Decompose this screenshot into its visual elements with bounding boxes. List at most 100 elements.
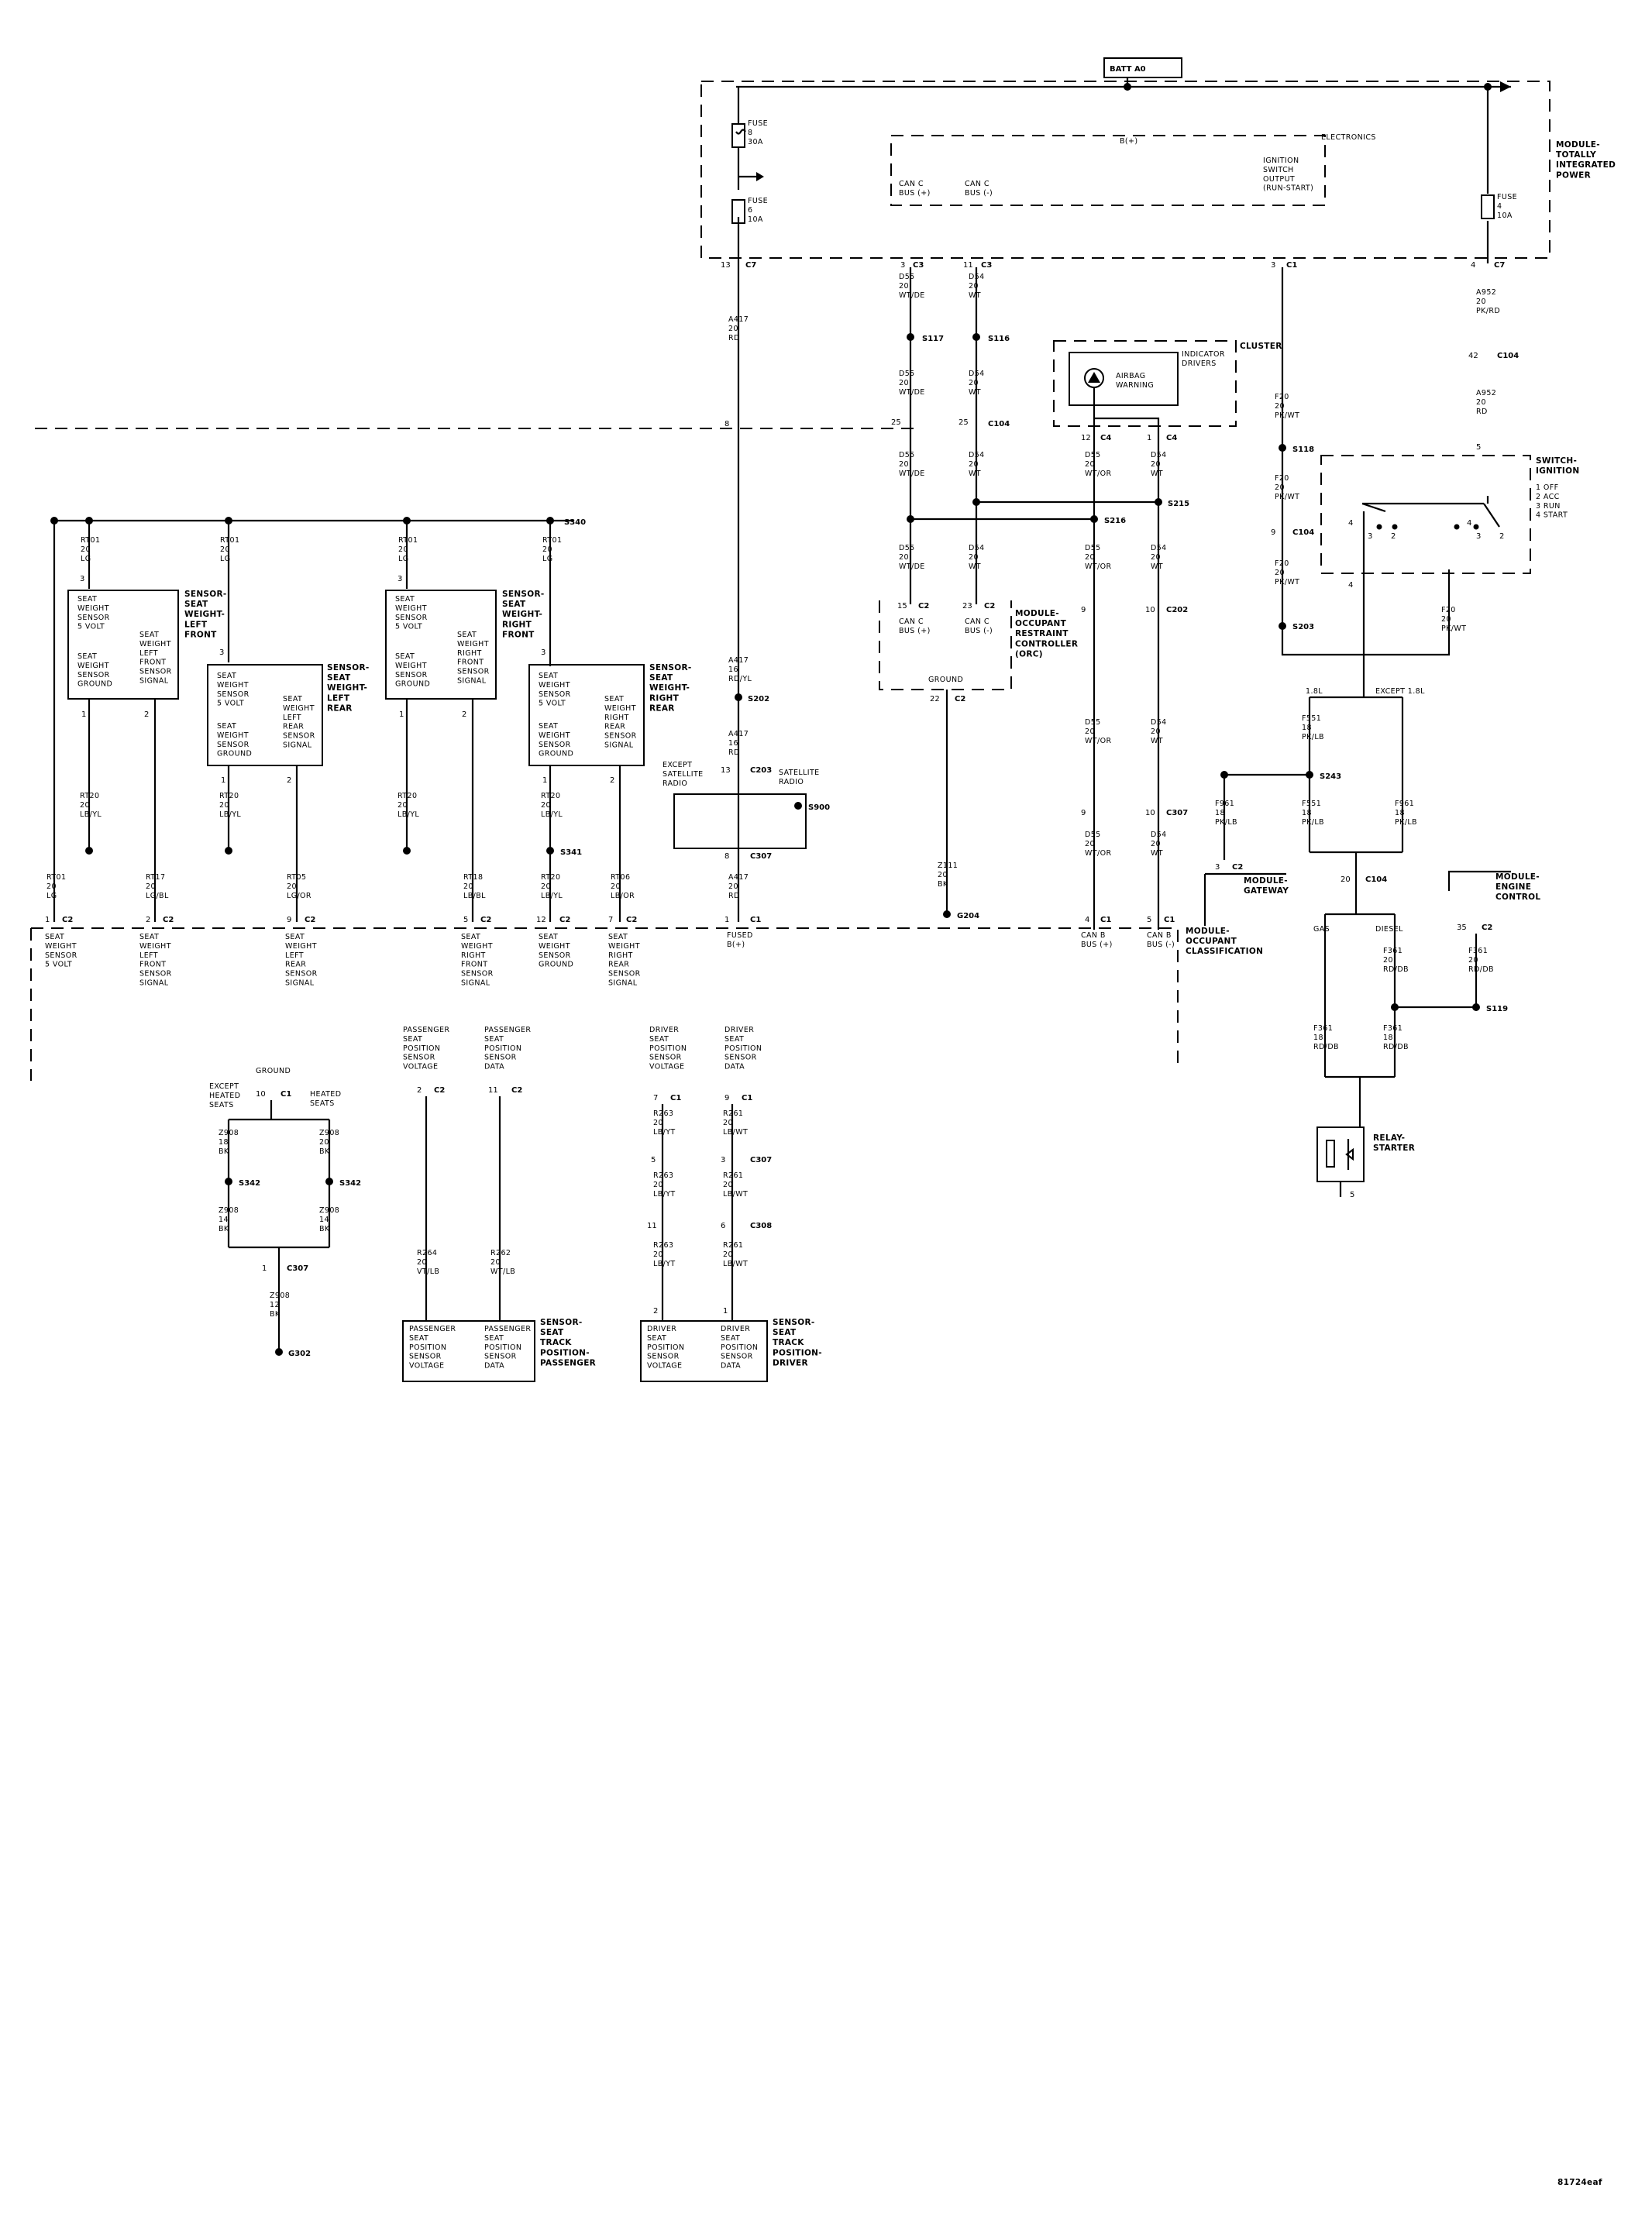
svg-text:35: 35 bbox=[1457, 924, 1467, 932]
splice-s900: S900 bbox=[808, 803, 830, 812]
svg-text:C307: C307 bbox=[750, 1156, 772, 1164]
svg-text:9: 9 bbox=[724, 1094, 729, 1102]
svg-text:13: 13 bbox=[721, 261, 731, 270]
conn-c3-b: C3 bbox=[981, 261, 992, 270]
svg-text:10: 10 bbox=[1145, 809, 1155, 817]
svg-text:3: 3 bbox=[1271, 261, 1275, 270]
svg-text:4: 4 bbox=[1471, 261, 1475, 270]
svg-text:1: 1 bbox=[45, 916, 50, 924]
svg-text:10: 10 bbox=[1145, 606, 1155, 614]
svg-text:2: 2 bbox=[610, 776, 614, 785]
relay-coil-icon bbox=[1326, 1140, 1335, 1168]
sensor-lf-box bbox=[67, 590, 179, 700]
svg-text:3: 3 bbox=[1368, 532, 1372, 541]
b-plus-label: B(+) bbox=[1120, 137, 1138, 146]
svg-text:9: 9 bbox=[287, 916, 291, 924]
svg-text:3: 3 bbox=[1476, 532, 1481, 541]
fuse-4-icon bbox=[1481, 194, 1495, 219]
splice-s202: S202 bbox=[748, 695, 769, 703]
svg-text:10: 10 bbox=[256, 1090, 266, 1099]
svg-text:C2: C2 bbox=[511, 1086, 522, 1095]
relay-starter-box bbox=[1316, 1126, 1365, 1182]
track-pass-box bbox=[402, 1320, 535, 1382]
arrow-right-icon bbox=[756, 172, 764, 181]
conn-c1-b: C1 bbox=[750, 916, 761, 924]
svg-text:1: 1 bbox=[399, 710, 404, 719]
conn-c308: C308 bbox=[750, 1222, 772, 1230]
l18-label: 1.8L bbox=[1306, 687, 1323, 696]
svg-text:9: 9 bbox=[1271, 528, 1275, 537]
svg-text:C2: C2 bbox=[955, 695, 965, 703]
svg-text:C2: C2 bbox=[559, 916, 570, 924]
svg-text:5: 5 bbox=[1476, 443, 1481, 452]
svg-text:5: 5 bbox=[1350, 1191, 1354, 1199]
svg-text:42: 42 bbox=[1468, 352, 1478, 360]
gateway-title: MODULE-GATEWAY bbox=[1244, 876, 1289, 896]
svg-text:2: 2 bbox=[417, 1086, 422, 1095]
svg-text:1: 1 bbox=[542, 776, 547, 785]
svg-text:C2: C2 bbox=[305, 916, 315, 924]
electronics-outline bbox=[890, 135, 1326, 206]
splice-s116: S116 bbox=[988, 335, 1010, 343]
splice-s341: S341 bbox=[560, 848, 582, 857]
splice-s340: S340 bbox=[564, 518, 586, 527]
svg-text:C4: C4 bbox=[1100, 434, 1111, 442]
svg-text:1: 1 bbox=[262, 1264, 267, 1273]
svg-text:1: 1 bbox=[724, 916, 729, 924]
svg-text:11: 11 bbox=[963, 261, 973, 270]
svg-text:2: 2 bbox=[146, 916, 150, 924]
electronics-label: ELECTRONICS bbox=[1321, 133, 1376, 142]
svg-text:C104: C104 bbox=[1497, 352, 1519, 360]
batt-feed: BATT A0 bbox=[736, 57, 1511, 92]
orc-outline bbox=[879, 600, 1012, 690]
svg-text:6: 6 bbox=[721, 1222, 725, 1230]
conn-c7-a: C7 bbox=[745, 261, 756, 270]
sensor-rf-box bbox=[385, 590, 497, 700]
svg-text:9: 9 bbox=[1081, 606, 1086, 614]
svg-text:C104: C104 bbox=[1365, 875, 1387, 884]
ground-g204: G204 bbox=[957, 912, 979, 920]
